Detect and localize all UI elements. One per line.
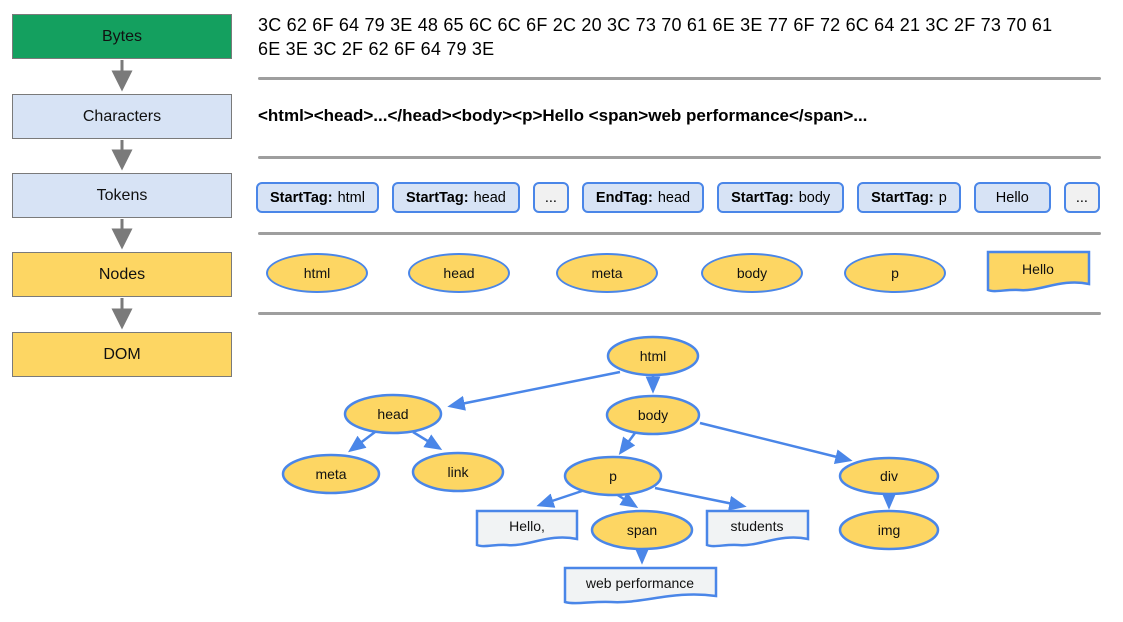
- stage-box-nodes: Nodes: [12, 252, 232, 297]
- dom-textnode-students: students: [705, 509, 810, 548]
- stage-box-tokens: Tokens: [12, 173, 232, 218]
- svg-text:Hello: Hello: [1022, 261, 1054, 277]
- token-starttag-head: StartTag:head: [391, 182, 520, 213]
- bytes-hex-text: 3C 62 6F 64 79 3E 48 65 6C 6C 6F 2C 20 3…: [258, 13, 1078, 61]
- token-endtag-head: EndTag:head: [581, 182, 705, 213]
- token-starttag-p: StartTag:p: [857, 182, 961, 213]
- node-head: head: [408, 253, 510, 293]
- edge-body-div: [699, 421, 853, 464]
- dom-node-body: [605, 394, 701, 436]
- stage-box-dom: DOM: [12, 332, 232, 377]
- svg-text:body: body: [638, 407, 668, 423]
- bytes-hex-line-1: 3C 62 6F 64 79 3E 48 65 6C 6C 6F 2C 20 3…: [258, 15, 1053, 35]
- token-ellipsis-2: ...: [1063, 182, 1100, 213]
- svg-text:link: link: [447, 464, 469, 480]
- stage-label-dom: DOM: [103, 345, 141, 363]
- edge-body-p: [618, 432, 637, 456]
- node-body: body: [701, 253, 803, 293]
- dom-textnode-hello: Hello,: [475, 509, 579, 548]
- token-ellipsis-1: ...: [532, 182, 569, 213]
- dom-node-img: [838, 509, 940, 551]
- pipeline-connector-arrows: [111, 60, 133, 330]
- node-meta: meta: [556, 253, 658, 293]
- dom-node-div: [838, 456, 940, 496]
- stage-label-characters: Characters: [82, 107, 162, 125]
- text-node-shape: [563, 566, 718, 605]
- node-text-hello-flag: Hello: [986, 250, 1091, 293]
- edge-p-hello: [536, 488, 586, 508]
- svg-text:head: head: [377, 406, 408, 422]
- svg-text:p: p: [609, 468, 617, 484]
- dom-tree-element-nodes: html head body meta link p div span img: [281, 335, 940, 551]
- svg-text:web performance: web performance: [585, 575, 694, 591]
- dom-node-span: [590, 509, 694, 551]
- node-html: html: [266, 253, 368, 293]
- bytes-hex-line-2: 6E 3E 3C 2F 62 6F 64 79 3E: [258, 39, 495, 59]
- svg-text:students: students: [731, 518, 784, 534]
- divider-tokens-nodes: [258, 232, 1101, 235]
- stage-box-bytes: Bytes: [12, 14, 232, 59]
- svg-text:html: html: [640, 348, 666, 364]
- svg-text:meta: meta: [315, 466, 346, 482]
- text-node-shape: [475, 509, 579, 548]
- dom-node-html: [606, 335, 700, 377]
- divider-characters-tokens: [258, 156, 1101, 159]
- edge-head-link: [412, 430, 443, 450]
- token-starttag-body: StartTag:body: [717, 182, 845, 213]
- edge-html-head: [447, 370, 621, 411]
- edge-head-meta: [348, 431, 376, 453]
- divider-bytes-characters: [258, 77, 1101, 80]
- dom-node-head: [343, 393, 443, 435]
- tokens-row: StartTag:html StartTag:head ... EndTag:h…: [256, 182, 1102, 213]
- dom-textnode-web-performance: web performance: [563, 566, 718, 605]
- token-starttag-html: StartTag:html: [256, 182, 379, 213]
- svg-text:span: span: [627, 522, 657, 538]
- text-node-shape: [986, 250, 1091, 293]
- dom-node-p: [563, 455, 663, 497]
- svg-text:Hello,: Hello,: [509, 518, 545, 534]
- text-node-shape: [705, 509, 810, 548]
- stage-label-nodes: Nodes: [98, 265, 146, 283]
- characters-string: <html><head>...</head><body><p>Hello <sp…: [258, 106, 868, 125]
- dom-node-link: [411, 451, 505, 493]
- dom-tree: html head body meta link p div span img …: [281, 335, 940, 605]
- dom-node-meta: [281, 453, 381, 495]
- edge-p-students: [654, 486, 747, 511]
- stage-box-characters: Characters: [12, 94, 232, 139]
- svg-text:img: img: [878, 522, 901, 538]
- stage-label-bytes: Bytes: [101, 27, 142, 45]
- token-text-hello: Hello: [973, 182, 1051, 213]
- stage-label-tokens: Tokens: [96, 186, 148, 204]
- dom-tree-text-nodes: Hello, students web performance: [475, 509, 810, 605]
- svg-text:div: div: [880, 468, 898, 484]
- divider-nodes-dom: [258, 312, 1101, 315]
- node-p: p: [844, 253, 946, 293]
